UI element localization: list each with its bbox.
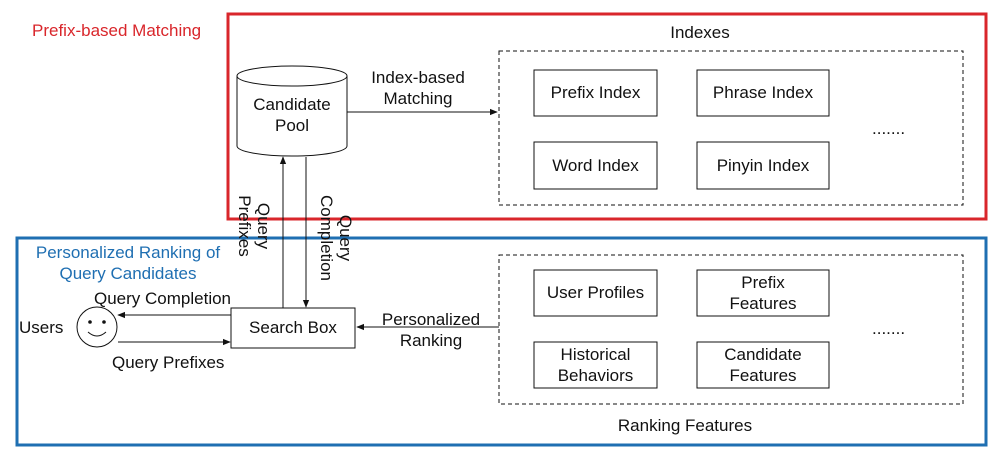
pinyin-index-label: Pinyin Index xyxy=(716,155,810,175)
historical-behaviors-box xyxy=(533,341,658,389)
query-completion-label: Query Completion xyxy=(94,289,232,308)
prefix-features-label: Prefix Features xyxy=(729,272,797,313)
user-profiles-label: User Profiles xyxy=(546,283,645,303)
word-index-box xyxy=(533,141,658,190)
smiley-face-icon xyxy=(76,306,118,348)
index-matching-label: Index-based Matching xyxy=(371,68,465,109)
ranking-features-ellipsis: ....... xyxy=(872,319,906,338)
indexes-container xyxy=(498,50,964,206)
user-profiles-box xyxy=(533,269,658,317)
prefix-index-label: Prefix Index xyxy=(550,83,641,103)
prefix-matching-frame xyxy=(226,12,988,221)
ranking-frame xyxy=(15,236,988,447)
prefix-matching-title: Prefix-based Matching xyxy=(32,21,202,40)
prefix-features-box xyxy=(696,269,830,317)
users-label: Users xyxy=(19,318,64,337)
query-prefixes-label: Query Prefixes xyxy=(112,353,225,372)
phrase-index-label: Phrase Index xyxy=(712,83,814,103)
indexes-title: Indexes xyxy=(670,23,730,42)
query-completion-vertical-label: Query Completion xyxy=(317,195,355,281)
ranking-title-line2: Query Candidates xyxy=(59,264,197,284)
ranking-section-title: Personalized Ranking of Query Candidates xyxy=(22,242,234,285)
search-box-node xyxy=(230,307,356,349)
ranking-features-title: Ranking Features xyxy=(617,416,753,435)
phrase-index-box xyxy=(696,69,830,117)
candidate-features-label: Candidate Features xyxy=(724,344,802,385)
prefix-index-box xyxy=(533,69,658,117)
historical-behaviors-label: Historical Behaviors xyxy=(557,344,634,385)
search-box-label: Search Box xyxy=(249,318,337,338)
candidate-pool-label: Candidate Pool xyxy=(253,94,331,135)
candidate-features-box xyxy=(696,341,830,389)
candidate-pool-cylinder xyxy=(236,65,348,157)
pinyin-index-box xyxy=(696,141,830,190)
indexes-ellipsis: ....... xyxy=(872,119,906,138)
query-prefixes-vertical-label: Query Prefixes xyxy=(235,195,273,257)
personalized-ranking-label: Personalized Ranking xyxy=(381,310,481,351)
ranking-features-container xyxy=(498,254,964,405)
word-index-label: Word Index xyxy=(552,155,639,175)
ranking-title-line1: Personalized Ranking of xyxy=(35,243,221,262)
